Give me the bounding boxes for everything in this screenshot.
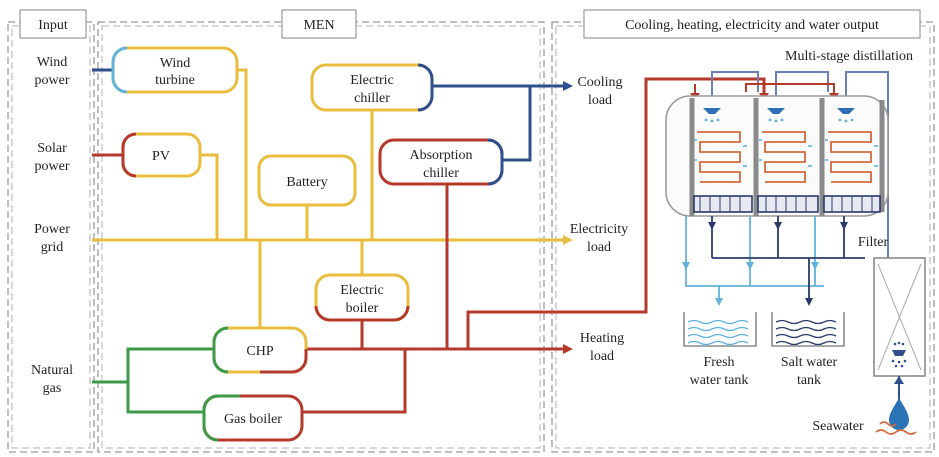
men-header-box — [281, 9, 357, 39]
gas-boiler-label: Gas boiler — [224, 412, 282, 427]
chp-green-accent — [212, 326, 229, 374]
coil-2 — [762, 131, 806, 183]
fresh-water-tank — [683, 312, 757, 347]
wind-power-label-1: Wind — [37, 55, 68, 70]
seawater-inlet-arrow — [894, 376, 904, 384]
electricity-arrow — [563, 235, 573, 245]
hot-line-2 — [745, 83, 835, 98]
pv-accent — [121, 132, 137, 178]
battery-box — [257, 154, 357, 207]
chp-red-accent — [260, 349, 308, 374]
salt-tank-label-1: Salt water — [781, 355, 838, 370]
heating-load-label-1: Heating — [580, 331, 624, 346]
power-grid-label-2: grid — [41, 240, 64, 255]
wind-turbine-label-2: turbine — [155, 73, 195, 88]
feed-line-1 — [711, 71, 759, 98]
electric-chiller-label-1: Electric — [350, 73, 394, 88]
vapor-ticks — [694, 139, 878, 167]
heating-coils — [697, 131, 872, 183]
fresh-water-collector — [685, 216, 824, 287]
chp-label: CHP — [246, 344, 273, 359]
spray-head-3 — [837, 108, 855, 114]
drain-lines — [685, 216, 865, 300]
sea-waves-icon — [875, 421, 917, 435]
men-header: MEN — [303, 18, 334, 33]
electric-boiler-accent — [314, 305, 410, 322]
wind-turbine-label-1: Wind — [160, 56, 191, 71]
men-panel-inner — [101, 25, 541, 449]
heating-lines — [302, 77, 766, 414]
distillation-label: Multi-stage distillation — [785, 49, 913, 64]
section-headers: Input MEN Cooling, heating, electricity … — [19, 9, 921, 39]
electricity-lines — [92, 68, 563, 328]
coil-1 — [697, 131, 741, 183]
input-labels: Wind power Solar power Power grid Natura… — [31, 55, 73, 396]
pv-label: PV — [152, 149, 170, 164]
wind-turbine-accent — [111, 46, 128, 94]
filter-label: Filter — [858, 235, 889, 250]
heating-load-label-2: load — [590, 349, 614, 364]
gas-lines — [92, 347, 214, 414]
natural-gas-label-2: gas — [43, 381, 62, 396]
electric-chiller-accent — [417, 63, 434, 112]
spray-drops — [704, 118, 854, 123]
cooling-load-label-1: Cooling — [577, 75, 622, 90]
heating-arrow — [563, 344, 573, 354]
absorption-chiller-label-2: chiller — [423, 166, 459, 181]
filter-nozzle — [891, 341, 907, 368]
electric-chiller-label-2: chiller — [354, 91, 390, 106]
output-header-box — [583, 9, 921, 39]
absorption-chiller-accent — [487, 138, 504, 186]
coil-3 — [828, 131, 872, 183]
input-header: Input — [38, 18, 68, 33]
gas-to-chp — [126, 347, 214, 382]
vessel-dividers — [689, 98, 885, 216]
battery-label: Battery — [286, 175, 327, 190]
heat-to-distillation — [466, 77, 766, 349]
electric-boiler-label-2: boiler — [346, 301, 379, 316]
power-grid-label-1: Power — [34, 222, 70, 237]
electric-boiler-label-1: Electric — [340, 283, 384, 298]
desalination-subsystem: Multi-stage distillation — [665, 49, 926, 435]
output-header: Cooling, heating, electricity and water … — [625, 18, 879, 33]
absorption-chiller-label-1: Absorption — [410, 148, 473, 163]
water-drop-icon — [889, 398, 909, 430]
spray-head-1 — [703, 108, 721, 114]
gas-boiler-accent — [202, 394, 240, 442]
spray-heads — [703, 108, 855, 114]
wind-turbine-to-bus — [237, 68, 248, 240]
distillation-vessel — [665, 95, 889, 217]
cooling-arrow — [563, 81, 573, 91]
natural-gas-label-1: Natural — [31, 363, 73, 378]
fresh-tank-label-1: Fresh — [703, 355, 734, 370]
device-labels: Wind turbine PV Battery Electric chiller… — [152, 56, 472, 427]
cooling-lines — [432, 84, 563, 162]
solar-power-label-1: Solar — [37, 141, 67, 156]
absorption-chiller-to-cooling — [502, 86, 532, 162]
gas-to-gas-boiler — [126, 382, 204, 414]
pv-to-bus — [200, 153, 219, 240]
electricity-load-label-2: load — [587, 240, 611, 255]
cooling-load-label-2: load — [588, 93, 612, 108]
seawater-label: Seawater — [812, 419, 864, 434]
wind-power-label-2: power — [35, 73, 70, 88]
input-panel — [7, 21, 95, 453]
load-labels: Cooling load Electricity load Heating lo… — [570, 75, 628, 364]
devices — [111, 46, 504, 442]
stage-pool-lines — [699, 196, 873, 212]
load-arrows — [563, 81, 573, 354]
solar-power-label-2: power — [35, 159, 70, 174]
fresh-tank-label-2: water tank — [690, 373, 749, 388]
salt-water-tank — [771, 312, 845, 347]
filter-cross — [877, 263, 922, 371]
drain-arrows — [682, 222, 848, 306]
gas-boiler-to-heat-bus — [302, 349, 407, 414]
spray-head-2 — [767, 108, 785, 114]
salt-tank-label-2: tank — [797, 373, 821, 388]
electricity-load-label-1: Electricity — [570, 222, 628, 237]
input-header-box — [19, 9, 87, 39]
